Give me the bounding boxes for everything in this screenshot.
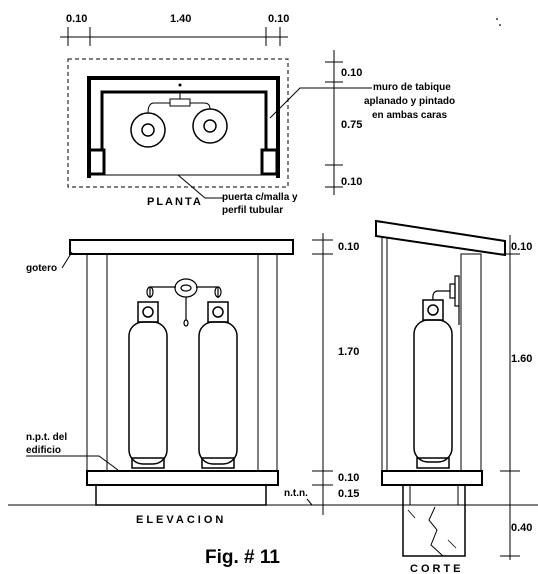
plan-dim-center: 1.40 — [170, 13, 191, 25]
plan-regulator — [169, 98, 191, 107]
plan-wall — [87, 76, 280, 178]
section-title: CORTE — [410, 563, 464, 574]
puerta-note-line1: puerta c/malla y — [222, 192, 298, 203]
corte-footing — [402, 484, 466, 557]
plan-post-right — [260, 148, 279, 176]
elevation-view: 0.10 1.70 0.10 0.15 gotero n.p.t. del ed… — [8, 233, 538, 526]
plan-wall-inner — [100, 90, 268, 150]
corte-footing-crack — [428, 506, 444, 557]
plan-dim-wall-top: 0.10 — [341, 67, 362, 79]
corte-tank — [413, 299, 453, 469]
plan-tank-right — [192, 108, 228, 144]
ntn-note: n.t.n. — [284, 488, 308, 499]
corte-right-dimension — [500, 235, 520, 560]
plan-title: PLANTA — [147, 196, 203, 208]
corte-back-wall — [460, 253, 482, 472]
plan-top-dimension — [60, 27, 288, 46]
npt-leader — [26, 455, 119, 471]
puerta-leader — [177, 174, 224, 199]
elevation-title: ELEVACION — [136, 514, 226, 526]
elev-tank-left — [128, 301, 168, 469]
plan-dim-right: 0.10 — [268, 13, 289, 25]
elev-dim-roof: 0.10 — [338, 241, 359, 253]
elev-post-right — [257, 253, 278, 472]
elev-tank-right — [198, 301, 238, 469]
corte-dim-footing: 0.40 — [511, 522, 532, 534]
elev-base — [95, 484, 267, 506]
plan-dim-depth: 0.75 — [341, 119, 362, 131]
speck — [496, 18, 498, 20]
muro-note-line2: aplanado y pintado — [364, 96, 455, 107]
elev-dim-base: 0.15 — [338, 488, 359, 500]
muro-note-line1: muro de tabique — [373, 82, 451, 93]
muro-note-line3: en ambas caras — [372, 110, 447, 121]
ntn-leader — [306, 498, 313, 506]
elev-floor-slab — [86, 470, 279, 486]
corte-floor-slab — [381, 470, 483, 486]
plan-dim-left: 0.10 — [66, 13, 87, 25]
corte-regulator — [432, 275, 460, 325]
npt-note-line1: n.p.t. del — [26, 432, 67, 443]
elev-post-left — [86, 253, 108, 472]
npt-note-line2: edificio — [26, 445, 61, 456]
corte-roof — [375, 219, 506, 257]
elev-dim-height: 1.70 — [338, 346, 359, 358]
gotero-leader — [61, 251, 73, 269]
corte-dim-height: 1.60 — [511, 353, 532, 365]
figure-caption: Fig. # 11 — [205, 547, 280, 568]
plan-right-dimension — [325, 50, 343, 195]
corte-dim-roof: 0.10 — [511, 241, 532, 253]
plan-regulator-dot — [178, 83, 182, 87]
elev-dim-floor: 0.10 — [338, 472, 359, 484]
plan-view: 0.10 1.40 0.10 — [60, 13, 455, 216]
plan-dim-wall-bottom: 0.10 — [341, 176, 362, 188]
elev-roof-slab — [69, 239, 294, 255]
gotero-note: gotero — [26, 263, 57, 274]
elev-right-dimension — [312, 233, 333, 515]
speck — [499, 24, 501, 26]
muro-leader — [269, 87, 372, 119]
plan-slab-outline — [67, 58, 289, 188]
section-view: 0.10 1.60 0.40 CORTE — [375, 219, 532, 574]
plan-tank-left — [130, 112, 166, 148]
puerta-note-line2: perfil tubular — [222, 205, 283, 216]
plan-post-left — [87, 148, 106, 176]
elev-manifold — [146, 278, 222, 327]
